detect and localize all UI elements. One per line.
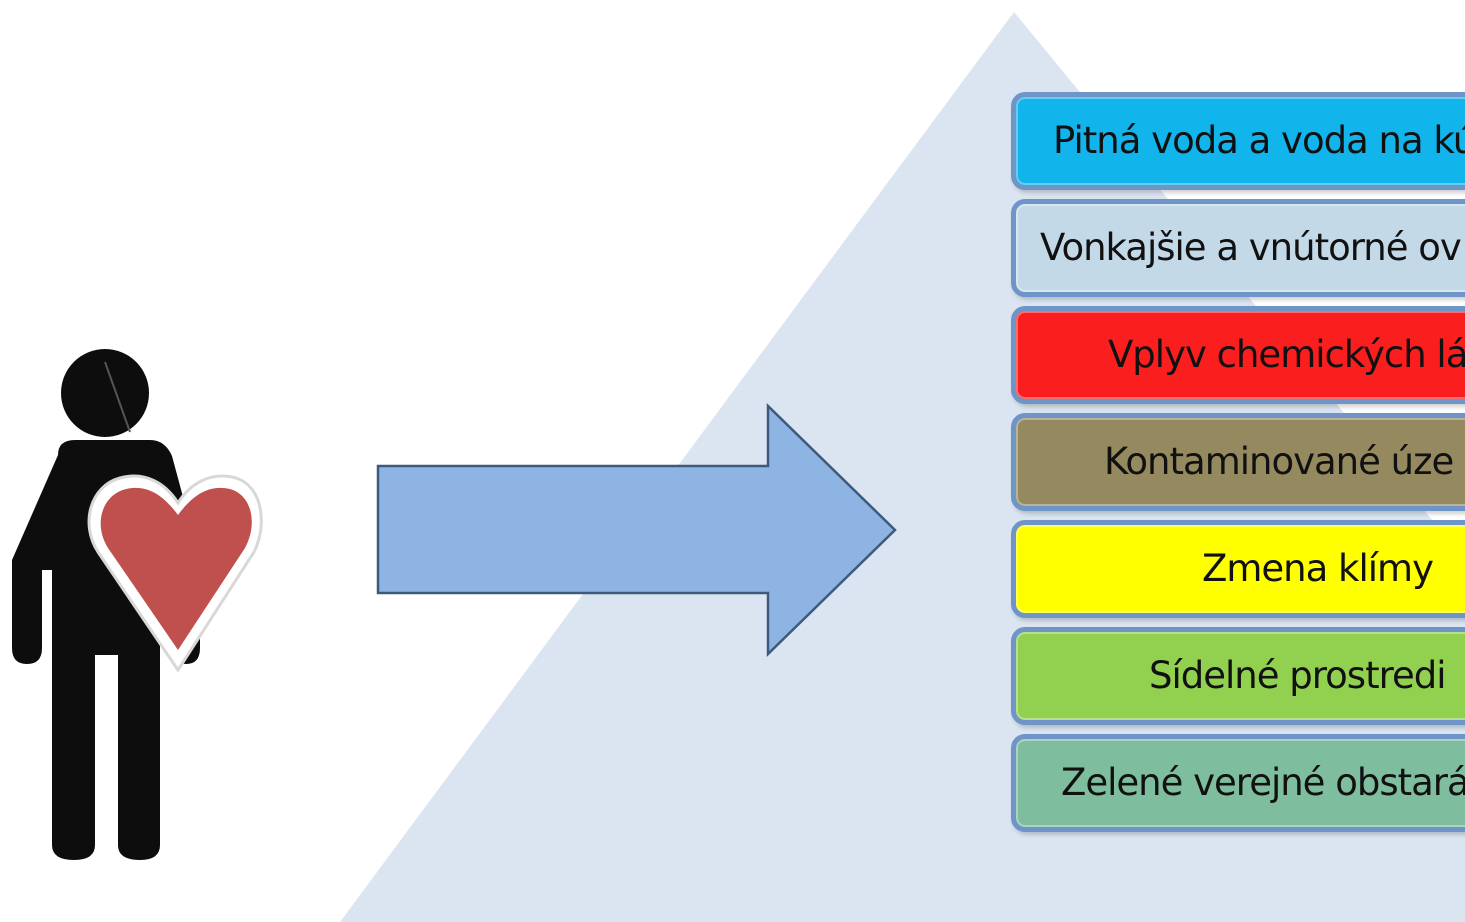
layer-label: Zmena klímy	[1202, 547, 1434, 590]
layer-label: Vonkajšie a vnútorné ov	[1040, 226, 1462, 269]
layer-label: Sídelné prostredi	[1149, 654, 1447, 697]
layer-green-public-procurement: Zelené verejné obstará	[1011, 734, 1465, 832]
layer-label: Kontaminované úze	[1104, 440, 1454, 483]
layer-drinking-water: Pitná voda a voda na kú	[1011, 92, 1465, 190]
layer-settlement-environment: Sídelné prostredi	[1011, 627, 1465, 725]
layer-label: Pitná voda a voda na kú	[1053, 119, 1465, 162]
layer-indoor-outdoor-air: Vonkajšie a vnútorné ov	[1011, 199, 1465, 297]
layer-contaminated-sites: Kontaminované úze	[1011, 413, 1465, 511]
layer-chemicals: Vplyv chemických lá	[1011, 306, 1465, 404]
layer-label: Vplyv chemických lá	[1108, 333, 1465, 376]
pyramid-layers: Pitná voda a voda na kú Vonkajšie a vnút…	[1011, 92, 1465, 841]
layer-label: Zelené verejné obstará	[1061, 761, 1465, 804]
person-with-heart-icon	[12, 349, 263, 860]
right-arrow	[376, 403, 897, 657]
layer-climate-change: Zmena klímy	[1011, 520, 1465, 618]
